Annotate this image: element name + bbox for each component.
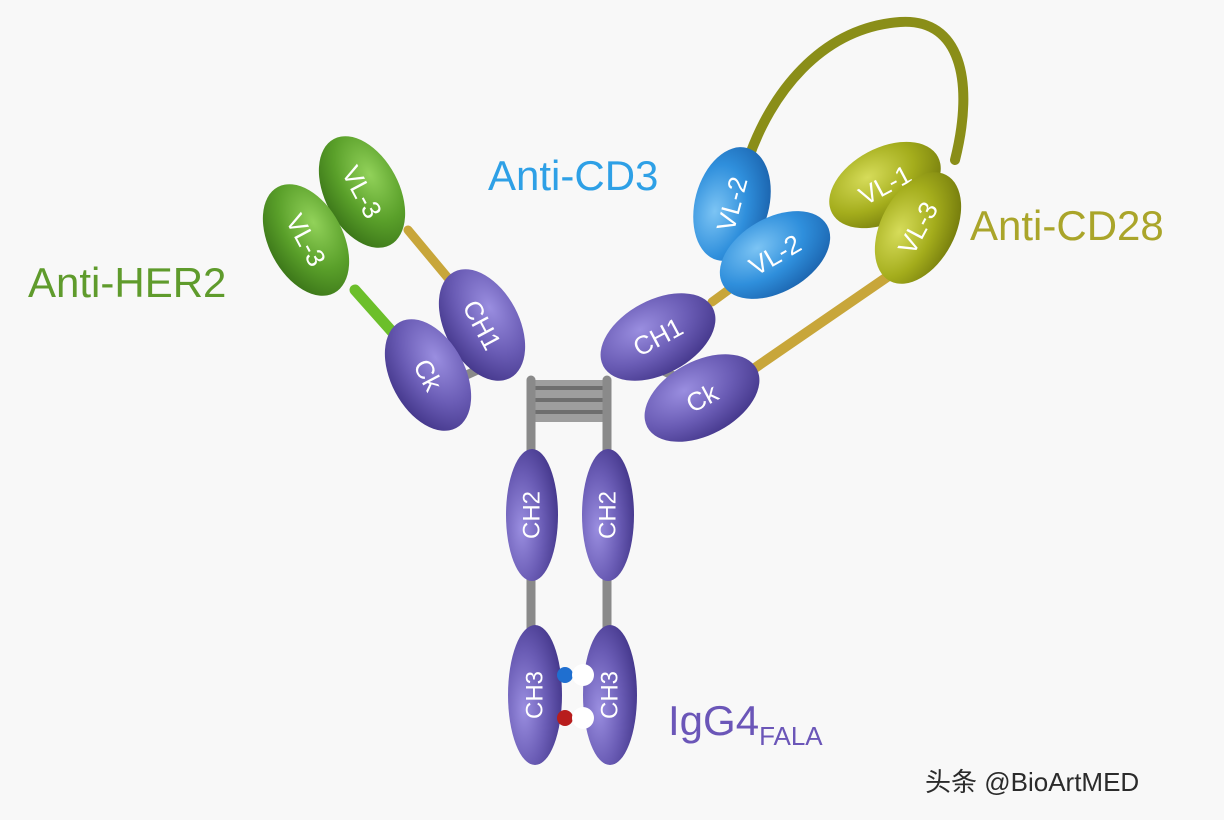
label-igg4-subscript: FALA bbox=[759, 721, 823, 751]
peptide-linkers bbox=[349, 16, 969, 375]
svg-text:CH3: CH3 bbox=[522, 671, 549, 719]
knob-hole-markers bbox=[557, 664, 594, 729]
svg-text:CH2: CH2 bbox=[519, 491, 546, 539]
domain-vl3-lower: VL-3 bbox=[262, 184, 350, 296]
svg-text:CH2: CH2 bbox=[595, 491, 622, 539]
label-anti-her2: Anti-HER2 bbox=[28, 259, 227, 306]
domain-ch2-right: CH2 bbox=[582, 449, 634, 581]
domain-vl2-lower: VL-2 bbox=[719, 211, 831, 299]
hinge-disulfide-bonds bbox=[528, 380, 610, 422]
domain-ch1-right: CH1 bbox=[600, 293, 716, 381]
domain-ck-left: Ck bbox=[384, 319, 472, 431]
watermark: 头条 @BioArtMED bbox=[925, 767, 1140, 797]
domain-ch2-left: CH2 bbox=[506, 449, 558, 581]
domain-ck-right: Ck bbox=[644, 354, 760, 442]
domain-ch3-right: CH3 bbox=[583, 625, 637, 765]
domain-ch3-left: CH3 bbox=[508, 625, 562, 765]
label-anti-cd28: Anti-CD28 bbox=[970, 202, 1164, 249]
domain-ch1-left: CH1 bbox=[438, 269, 526, 381]
label-igg4-fala: IgG4FALA bbox=[668, 697, 823, 751]
label-anti-cd3: Anti-CD3 bbox=[488, 152, 659, 199]
svg-text:CH3: CH3 bbox=[597, 671, 624, 719]
domain-vl2-upper: VL-2 bbox=[693, 147, 771, 261]
domain-vl3-right: VL-3 bbox=[874, 172, 962, 284]
label-igg4: IgG4 bbox=[668, 697, 760, 744]
domain-vl3-upper: VL-3 bbox=[318, 136, 406, 248]
